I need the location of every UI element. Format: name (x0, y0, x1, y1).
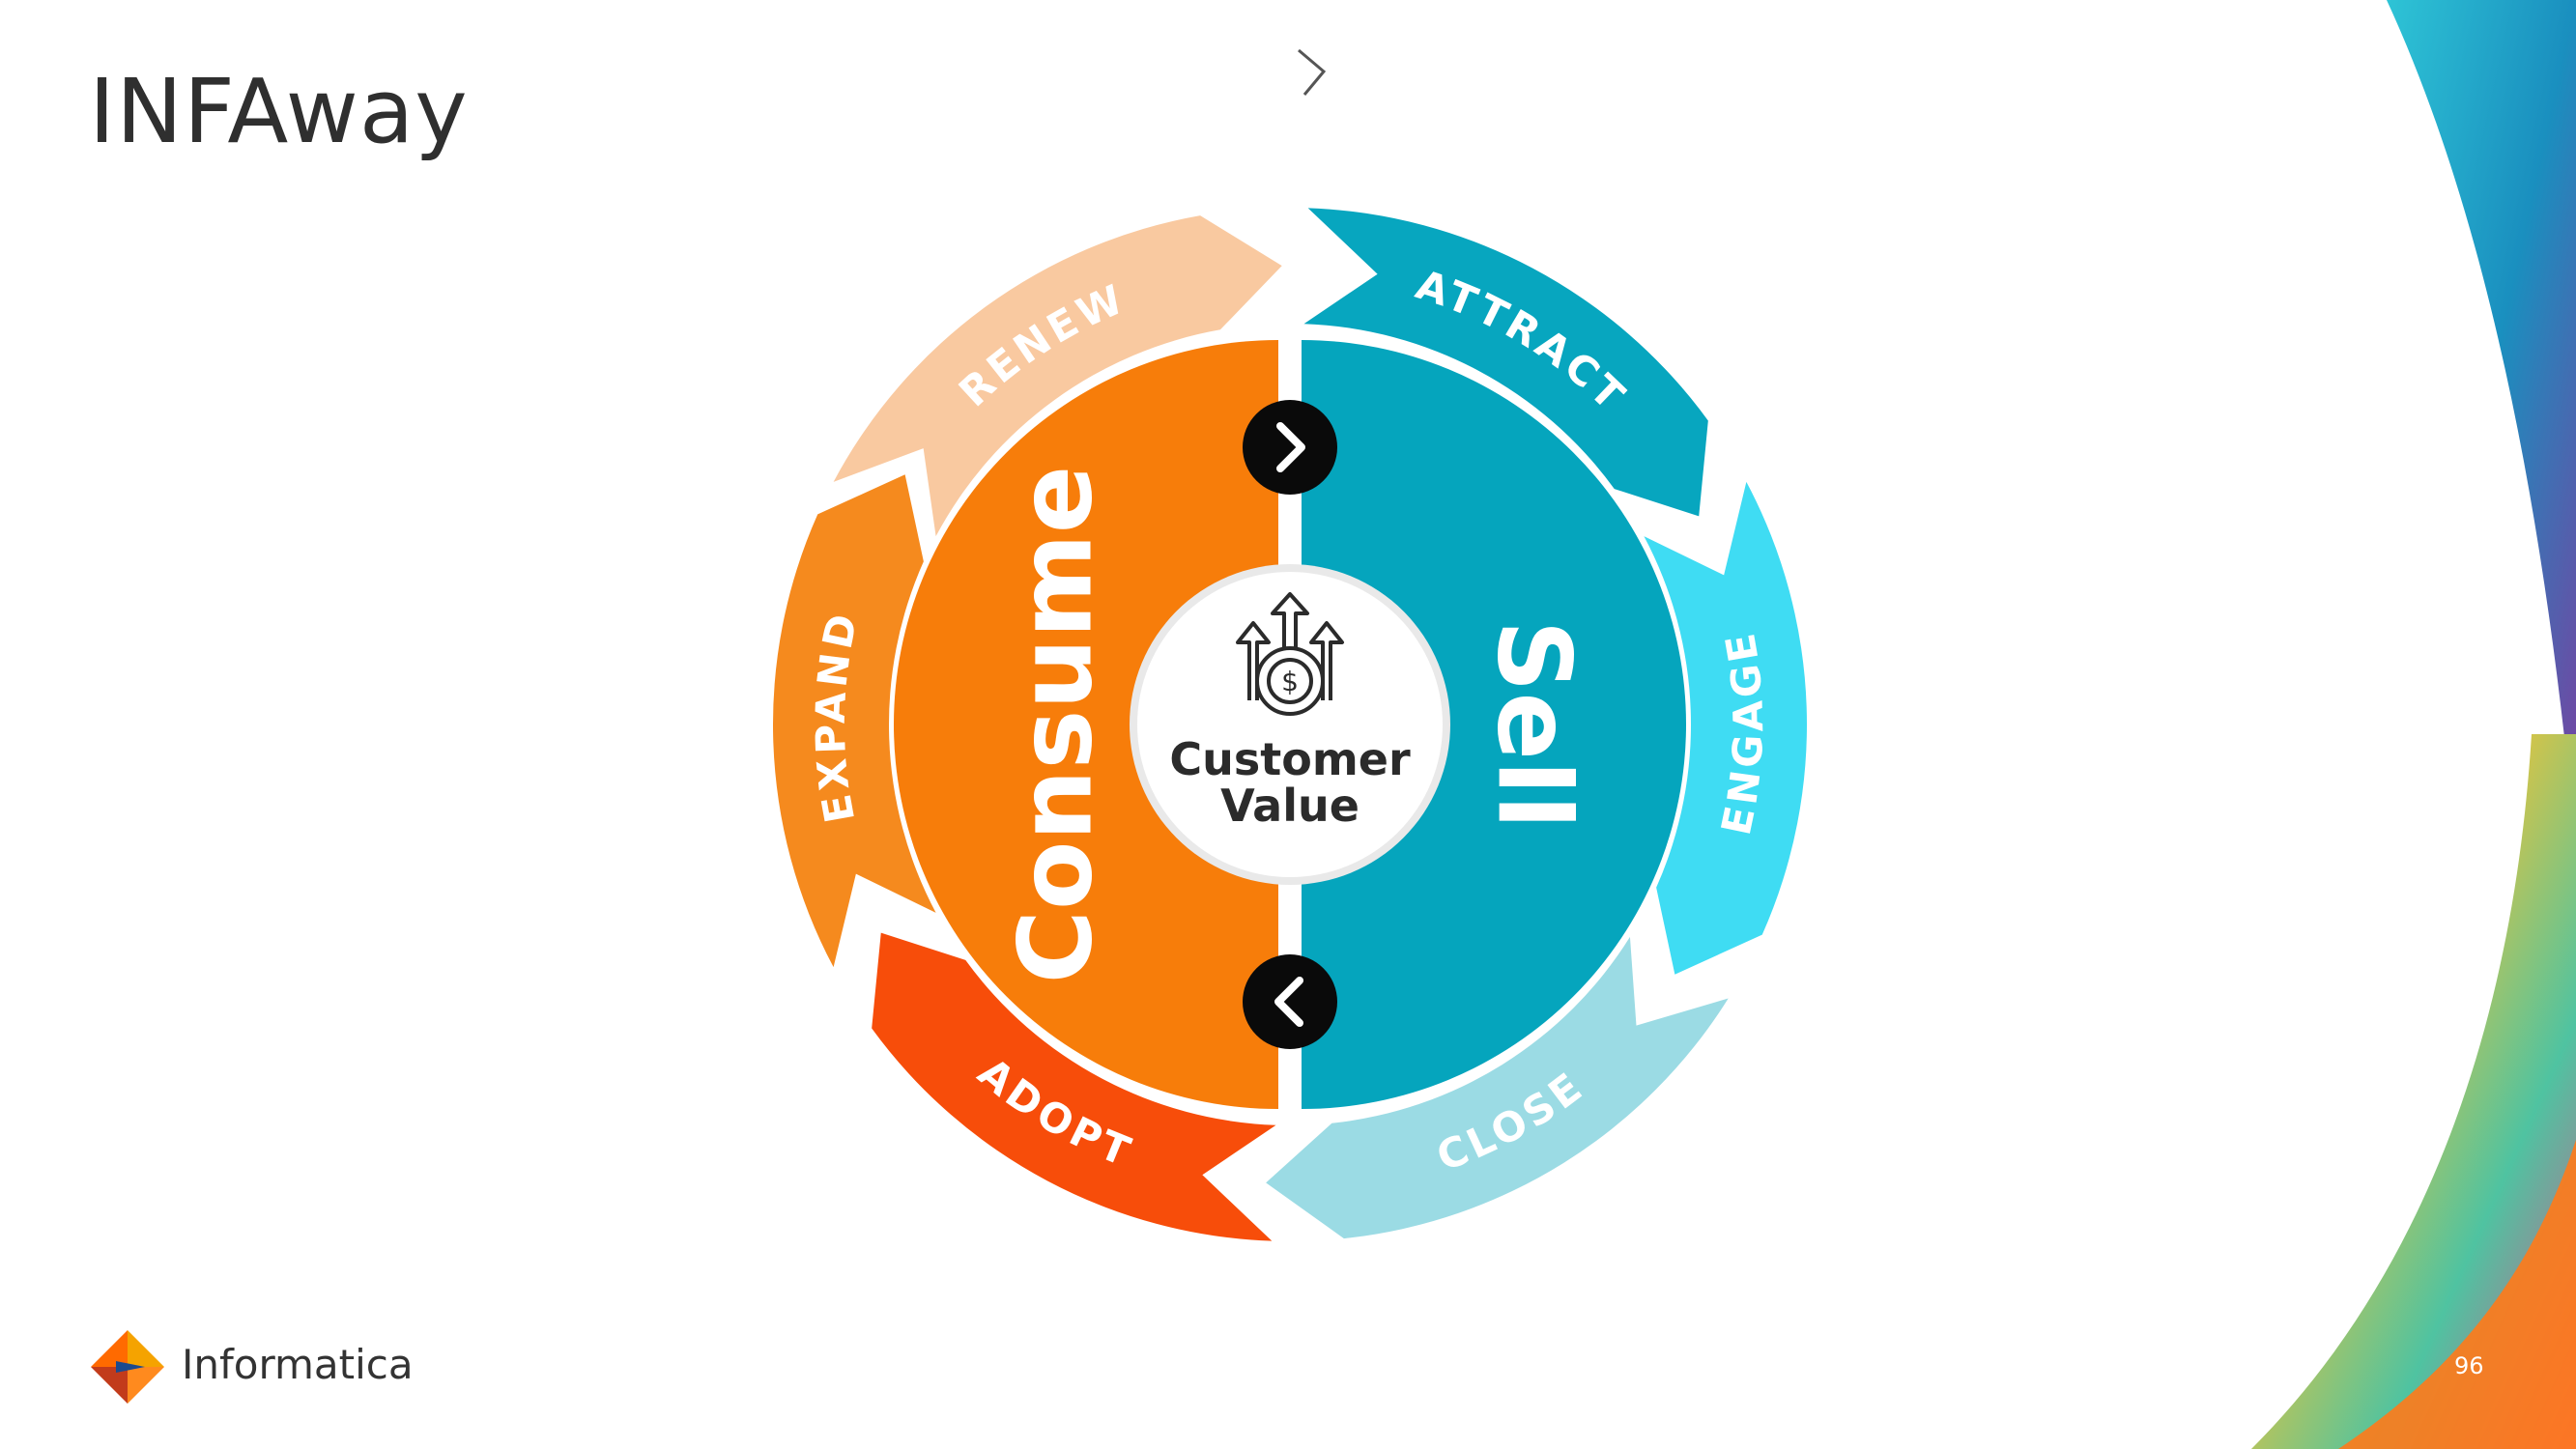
center-label-line2: Value (1220, 780, 1360, 832)
center-label-line1: Customer (1169, 733, 1411, 785)
stage-arrow-engage (1644, 481, 1807, 975)
consume-label: Consume (996, 466, 1114, 984)
stage-arrow-expand (772, 474, 936, 968)
growth-money-icon: $ (1236, 592, 1344, 716)
stage-arrow-renew (833, 215, 1282, 537)
chevron-right-icon[interactable] (1243, 400, 1337, 495)
brand-name: Informatica (182, 1341, 414, 1388)
stage-arrow-attract (1303, 208, 1708, 517)
logo-arrow (116, 1361, 145, 1373)
sell-label: Sell (1475, 620, 1593, 830)
logo-top (128, 1330, 164, 1367)
consume-half (894, 340, 1278, 1109)
informatica-logo (91, 1330, 164, 1404)
logo-left (91, 1330, 128, 1367)
logo-bottom (91, 1367, 128, 1404)
logo-right (128, 1367, 164, 1404)
stage-label-expand: EXPAND (807, 607, 868, 827)
sell-half (1302, 340, 1686, 1109)
chevron-right-icon (1298, 48, 1327, 96)
chevron-left-icon[interactable] (1243, 954, 1337, 1049)
stage-arrow-close (1266, 936, 1729, 1239)
swoosh-orange (2338, 1140, 2576, 1449)
center-circle (1137, 572, 1443, 877)
stage-arrow-adopt (872, 932, 1276, 1241)
swoosh-top (2387, 0, 2576, 850)
svg-text:$: $ (1281, 666, 1299, 697)
slide-title: INFAway (89, 60, 469, 163)
page-number: 96 (2454, 1352, 2484, 1379)
swoosh-bottom (2251, 734, 2576, 1449)
